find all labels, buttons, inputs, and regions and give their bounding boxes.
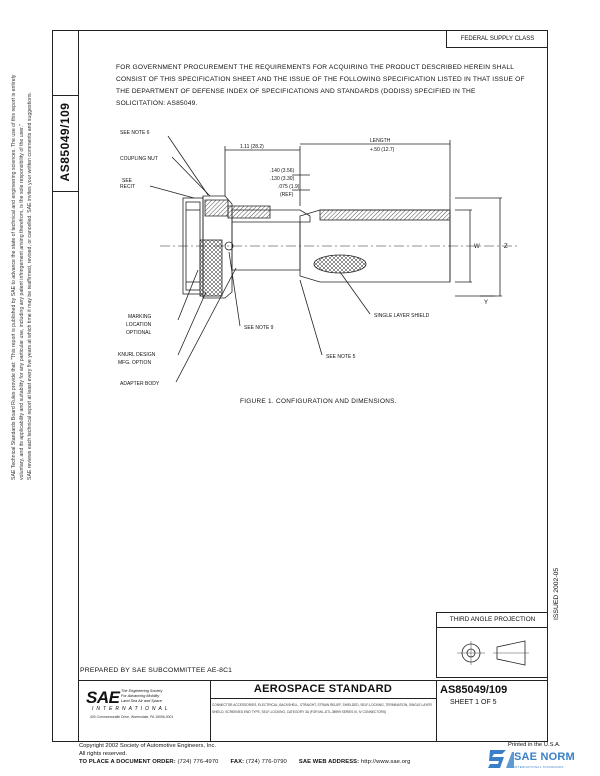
copyright-line-1: Copyright 2002 Society of Automotive Eng… (79, 743, 216, 749)
copyright: Copyright 2002 Society of Automotive Eng… (79, 742, 216, 758)
knurl-zone (199, 239, 223, 297)
title-block-top-rule (78, 680, 548, 681)
order-phone: (724) 776-4970 (177, 759, 219, 765)
third-angle-label: THIRD ANGLE PROJECTION (437, 613, 548, 628)
label-coupling-nut: COUPLING NUT (120, 156, 158, 162)
third-angle-symbol-icon (457, 640, 529, 666)
sheet-number: SHEET 1 OF 5 (450, 699, 497, 706)
sae-tagline-3: Land Sea Air and Space (121, 699, 163, 703)
web-address[interactable]: http://www.sae.org (360, 759, 411, 765)
title-block-divider-1 (210, 680, 211, 742)
left-margin-strip (52, 30, 78, 742)
label-knurl-design: KNURL DESIGN (118, 352, 156, 358)
label-dim-1-11: 1.11 (28.2) (240, 144, 264, 150)
label-see-note-6: SEE NOTE 6 (120, 130, 150, 136)
label-see-note-5: SEE NOTE 5 (326, 354, 356, 360)
fax-number: (724) 776-0790 (245, 759, 287, 765)
order-info: TO PLACE A DOCUMENT ORDER: (724) 776-497… (79, 759, 410, 765)
label-mfg-option: MFG. OPTION (118, 360, 151, 366)
sae-tagline-2: For Advancing Mobility (121, 694, 160, 698)
sae-logo: SAE (86, 688, 120, 707)
federal-supply-class-box: FEDERAL SUPPLY CLASS (446, 31, 548, 48)
fax-label: FAX: (230, 759, 245, 765)
procurement-paragraph: FOR GOVERNMENT PROCUREMENT THE REQUIREME… (116, 64, 525, 107)
label-recit: RECIT (120, 184, 135, 190)
label-single-layer-shield: SINGLE LAYER SHIELD (374, 313, 430, 319)
label-see: SEE (122, 178, 133, 184)
figure-caption: FIGURE 1. CONFIGURATION AND DIMENSIONS. (240, 398, 397, 405)
order-label: TO PLACE A DOCUMENT ORDER: (79, 759, 176, 765)
third-angle-projection-box: THIRD ANGLE PROJECTION (436, 612, 548, 678)
label-z: Z (504, 244, 508, 250)
web-label: SAE WEB ADDRESS: (298, 759, 360, 765)
sae-tagline-1: The Engineering Society (121, 689, 163, 693)
label-length-tol: +.50 (12.7) (370, 147, 395, 153)
label-adapter-body: ADAPTER BODY (120, 381, 160, 387)
sae-norm-logo-icon (488, 750, 514, 768)
label-dim-075: .075 (1.9) (278, 184, 300, 190)
sae-international: INTERNATIONAL (92, 706, 171, 712)
label-dim-140: .140 (3.56) (270, 168, 295, 174)
standard-title: AEROSPACE STANDARD (253, 683, 393, 695)
sae-tagline: The Engineering Society For Advancing Mo… (121, 689, 162, 704)
label-w: W (474, 244, 480, 250)
detail-circle (224, 241, 234, 251)
label-marking: MARKING (128, 314, 151, 320)
single-layer-shield (313, 254, 367, 274)
issued-date: ISSUED 2002-05 (553, 567, 560, 620)
label-see-note-9: SEE NOTE 9 (244, 325, 274, 331)
standard-description: CONNECTOR ACCESSORIES, ELECTRICAL, BACKS… (212, 703, 432, 714)
label-length: LENGTH (370, 138, 391, 144)
printed-in: Printed in the U.S.A. (508, 742, 561, 748)
title-block-divider-2 (436, 680, 437, 742)
label-dim-130: .130 (3.30) (270, 176, 295, 182)
copyright-line-2: All rights reserved. (79, 751, 128, 757)
standard-title-rule (210, 698, 436, 699)
label-y: Y (484, 300, 488, 306)
label-dim-ref: (REF) (280, 192, 294, 198)
doc-number: AS85049/109 (440, 684, 508, 696)
label-location: LOCATION (126, 322, 152, 328)
label-optional: OPTIONAL (126, 330, 152, 336)
sae-address: 400 Commonwealth Drive, Warrendale, PA 1… (90, 715, 174, 719)
vertical-doc-number-box (52, 95, 78, 192)
watermark-sub: INTERNATIONAL STANDARDS (514, 765, 564, 769)
watermark-brand: SAE NORM (514, 751, 575, 763)
prepared-by: PREPARED BY SAE SUBCOMMITTEE AE-8C1 (80, 667, 233, 674)
page-frame (78, 30, 548, 742)
